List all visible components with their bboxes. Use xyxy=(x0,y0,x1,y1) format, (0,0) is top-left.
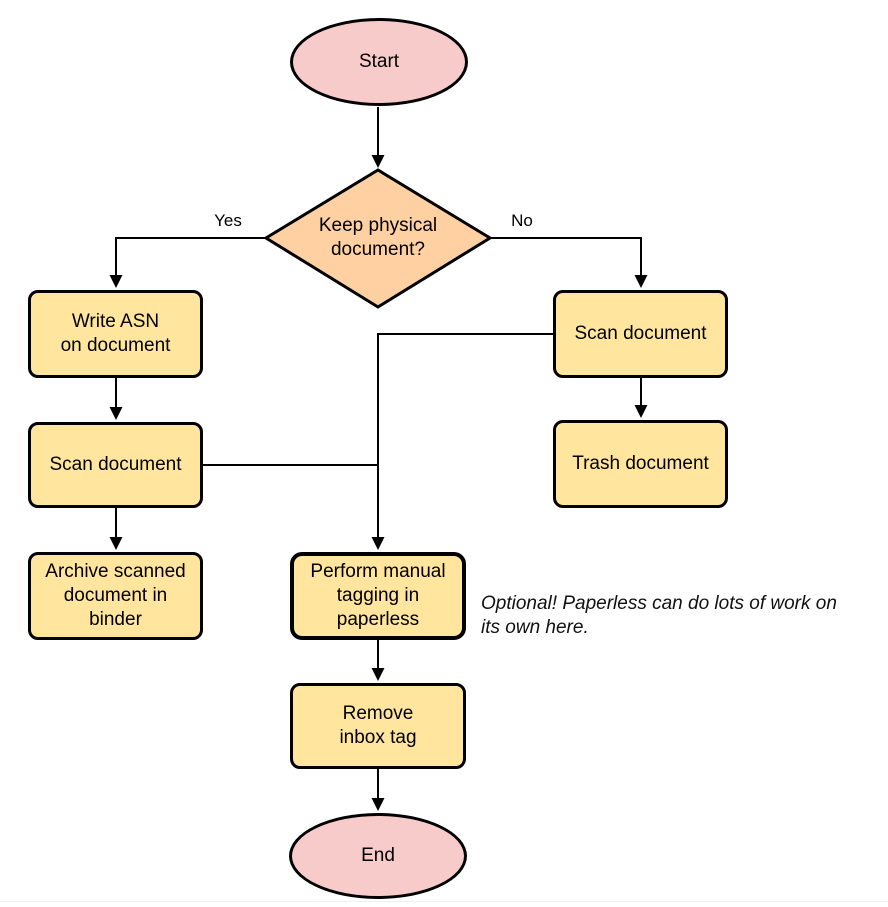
node-scan-document-right: Scan document xyxy=(553,290,728,378)
node-manual-tagging-label: Perform manual tagging in paperless xyxy=(310,561,446,630)
node-write-asn: Write ASN on document xyxy=(28,290,203,378)
node-archive-binder: Archive scanned document in binder xyxy=(28,552,203,640)
node-end-label: End xyxy=(361,845,395,866)
node-remove-inbox-tag: Remove inbox tag xyxy=(290,683,466,769)
edge-decision-yes-to-write-asn xyxy=(109,237,266,288)
node-scan-document-left-label: Scan document xyxy=(49,454,182,475)
bottom-divider xyxy=(0,901,888,902)
edge-decision-no-to-scan-right xyxy=(490,237,648,288)
node-archive-binder-label: Archive scanned document in binder xyxy=(45,561,186,630)
node-start: Start xyxy=(290,18,468,106)
node-start-label: Start xyxy=(358,51,400,72)
node-end: End xyxy=(289,813,467,899)
node-manual-tagging: Perform manual tagging in paperless xyxy=(290,552,466,640)
node-scan-document-right-label: Scan document xyxy=(574,323,707,344)
edge-label-no: No xyxy=(511,211,533,230)
annotation-note: Optional! Paperless can do lots of work … xyxy=(481,593,837,638)
edge-scan-right-to-tagging xyxy=(371,333,553,550)
edge-label-yes: Yes xyxy=(214,211,242,230)
node-decision-label: Keep physical document? xyxy=(318,215,438,260)
node-scan-document-left: Scan document xyxy=(28,422,203,508)
node-remove-inbox-tag-label: Remove inbox tag xyxy=(339,703,417,748)
decision-diamond-shape xyxy=(263,168,493,309)
node-trash-document: Trash document xyxy=(553,420,728,508)
node-trash-document-label: Trash document xyxy=(572,453,709,474)
node-write-asn-label: Write ASN on document xyxy=(60,311,171,356)
